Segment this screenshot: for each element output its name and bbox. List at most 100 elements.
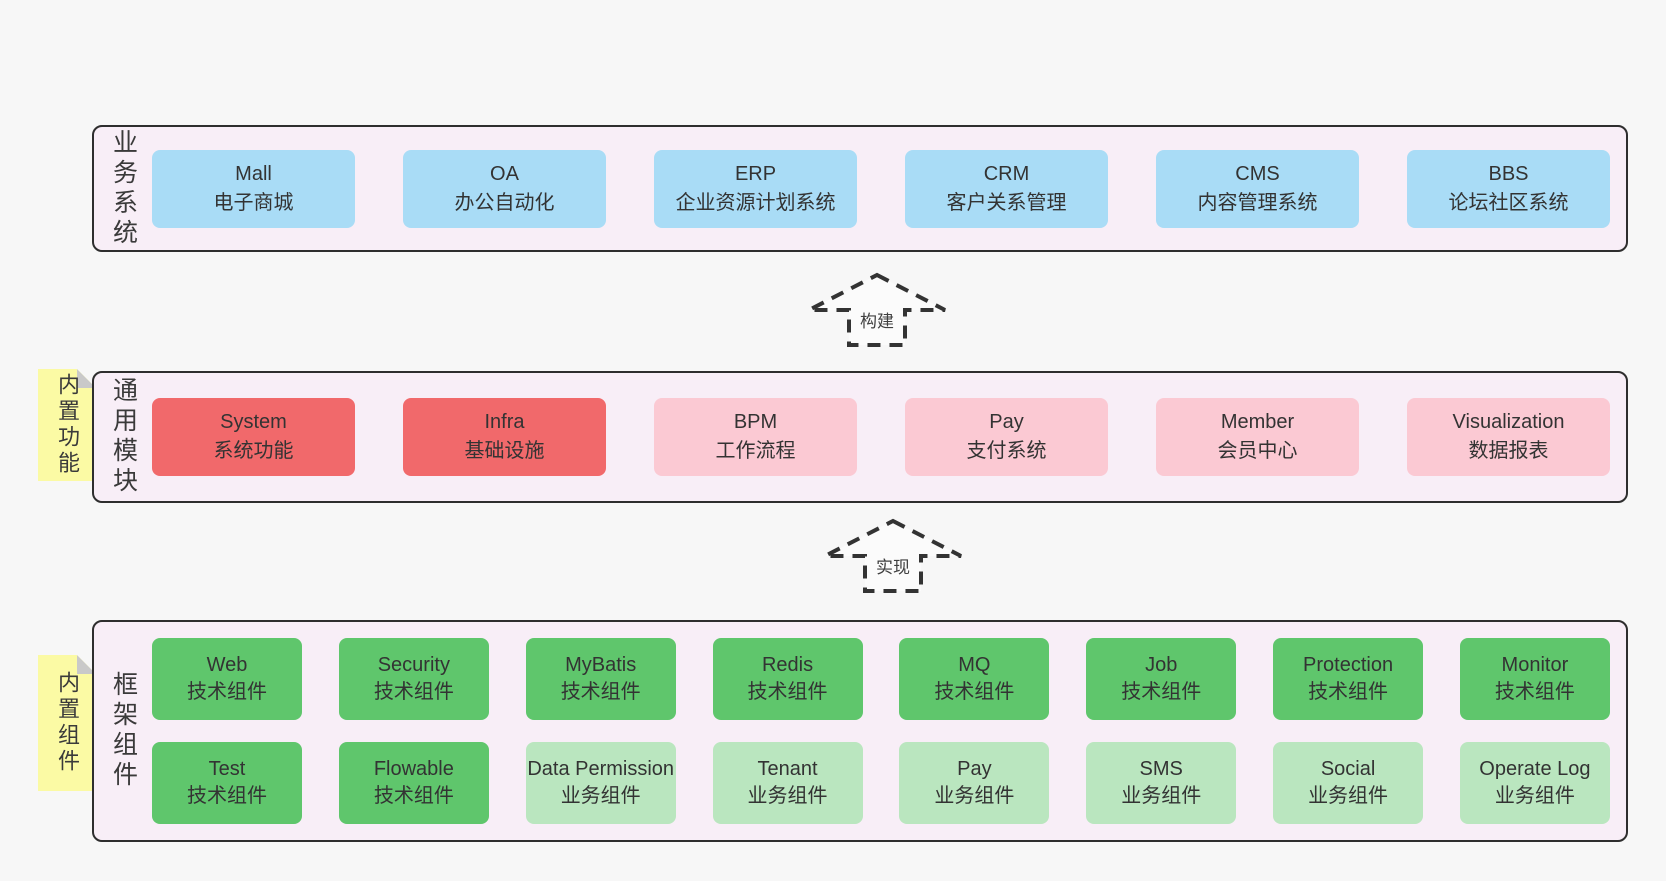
box-subtitle-test: 技术组件 (187, 785, 267, 807)
box-test: Test 技术组件 (152, 742, 302, 824)
box-visualization: Visualization 数据报表 (1407, 398, 1610, 476)
box-title-visualization: Visualization (1452, 411, 1565, 433)
box-subtitle-job: 技术组件 (1121, 681, 1202, 703)
box-mq: MQ 技术组件 (899, 638, 1050, 720)
box-title-operate-log: Operate Log (1479, 758, 1591, 780)
box-title-bpm: BPM (733, 411, 778, 433)
sticky-note-label-framework-components: 内置组件 (55, 671, 80, 775)
box-subtitle-security: 技术组件 (373, 681, 454, 703)
box-web: Web 技术组件 (152, 638, 302, 720)
box-title-monitor: Monitor (1501, 654, 1569, 676)
box-subtitle-sms: 业务组件 (1121, 785, 1202, 807)
box-title-erp: ERP (734, 162, 777, 185)
sticky-note-common-modules: 内置功能 (38, 369, 96, 481)
box-title-redis: Redis (761, 654, 814, 676)
box-subtitle-tenant: 业务组件 (747, 785, 828, 807)
box-title-protection: Protection (1303, 654, 1394, 676)
box-social: Social 业务组件 (1273, 742, 1424, 824)
box-subtitle-crm: 客户关系管理 (946, 191, 1067, 214)
band-framework-components: 框架组件 Web 技术组件 Security 技术组件 MyBatis 技术组件 Redis 技… (92, 620, 1628, 842)
box-subtitle-mybatis: 技术组件 (560, 681, 641, 703)
box-subtitle-operate-log: 业务组件 (1494, 785, 1575, 807)
box-subtitle-erp: 企业资源计划系统 (675, 191, 836, 214)
box-job: Job 技术组件 (1086, 638, 1237, 720)
box-title-mq: MQ (958, 654, 991, 676)
box-bbs: BBS 论坛社区系统 (1407, 149, 1610, 228)
band-label-common-modules: 通用模块 (94, 373, 152, 501)
box-subtitle-visualization: 数据报表 (1468, 440, 1549, 462)
box-title-mybatis: MyBatis (565, 654, 637, 676)
box-title-web: Web (206, 654, 248, 676)
box-flowable: Flowable 技术组件 (338, 742, 489, 824)
box-sms: SMS 业务组件 (1086, 742, 1237, 824)
implement-up-arrow-icon: 实现 (822, 518, 964, 594)
box-title-tenant: Tenant (757, 758, 818, 780)
box-title-member: Member (1220, 411, 1295, 433)
box-subtitle-flowable: 技术组件 (373, 785, 454, 807)
box-subtitle-system: 系统功能 (213, 440, 294, 462)
build-arrow-shape (808, 272, 946, 347)
box-subtitle-redis: 技术组件 (747, 681, 828, 703)
box-subtitle-protection: 技术组件 (1308, 681, 1389, 703)
box-title-sms: SMS (1139, 758, 1183, 780)
box-security: Security 技术组件 (338, 638, 489, 720)
band-content-common-modules: System 系统功能 Infra 基础设施 BPM 工作流程 Pay 支付系统 Member 会… (152, 373, 1626, 501)
box-subtitle-pay: 业务组件 (934, 785, 1015, 807)
implement-arrow-shape (824, 518, 962, 593)
box-bpm: BPM 工作流程 (654, 398, 857, 476)
build-arrow-label: 构建 (857, 312, 897, 332)
box-subtitle-pay: 支付系统 (966, 440, 1047, 462)
box-member: Member 会员中心 (1156, 398, 1359, 476)
box-subtitle-oa: 办公自动化 (454, 191, 555, 214)
box-protection: Protection 技术组件 (1273, 638, 1424, 720)
band-label-text-business-systems: 业务系统 (109, 128, 138, 249)
box-oa: OA 办公自动化 (403, 149, 606, 228)
box-subtitle-bbs: 论坛社区系统 (1448, 191, 1569, 214)
box-title-infra: Infra (484, 411, 525, 433)
box-subtitle-web: 技术组件 (187, 681, 267, 703)
box-subtitle-infra: 基础设施 (464, 440, 545, 462)
box-title-job: Job (1145, 654, 1178, 676)
box-title-security: Security (377, 654, 450, 676)
box-title-pay: Pay (989, 411, 1024, 433)
band-label-business-systems: 业务系统 (94, 127, 152, 250)
band-label-framework-components: 框架组件 (94, 622, 152, 840)
box-title-cms: CMS (1235, 162, 1280, 185)
box-title-mall: Mall (235, 162, 272, 185)
box-title-pay: Pay (957, 758, 992, 780)
box-crm: CRM 客户关系管理 (905, 149, 1108, 228)
box-subtitle-member: 会员中心 (1217, 440, 1298, 462)
box-mybatis: MyBatis 技术组件 (525, 638, 676, 720)
box-subtitle-mq: 技术组件 (934, 681, 1015, 703)
box-subtitle-data-permission: 业务组件 (560, 785, 641, 807)
build-up-arrow-icon: 构建 (806, 272, 948, 348)
box-title-crm: CRM (983, 162, 1030, 185)
box-title-social: Social (1320, 758, 1376, 780)
box-redis: Redis 技术组件 (712, 638, 863, 720)
box-subtitle-cms: 内容管理系统 (1197, 191, 1318, 214)
box-title-test: Test (208, 758, 246, 780)
box-pay: Pay 支付系统 (905, 398, 1108, 476)
box-title-flowable: Flowable (373, 758, 454, 780)
box-title-system: System (220, 411, 287, 433)
band-label-text-common-modules: 通用模块 (109, 377, 138, 497)
implement-arrow-label: 实现 (873, 558, 913, 578)
box-tenant: Tenant 业务组件 (712, 742, 863, 824)
box-system: System 系统功能 (152, 398, 355, 476)
band-label-text-framework-components: 框架组件 (109, 671, 138, 791)
module-row-1: System 系统功能 Infra 基础设施 BPM 工作流程 Pay 支付系统 Member 会… (152, 398, 1610, 476)
box-title-oa: OA (490, 162, 519, 185)
box-title-bbs: BBS (1488, 162, 1529, 185)
box-subtitle-bpm: 工作流程 (715, 440, 796, 462)
sticky-note-framework-components: 内置组件 (38, 655, 96, 791)
box-subtitle-social: 业务组件 (1308, 785, 1389, 807)
